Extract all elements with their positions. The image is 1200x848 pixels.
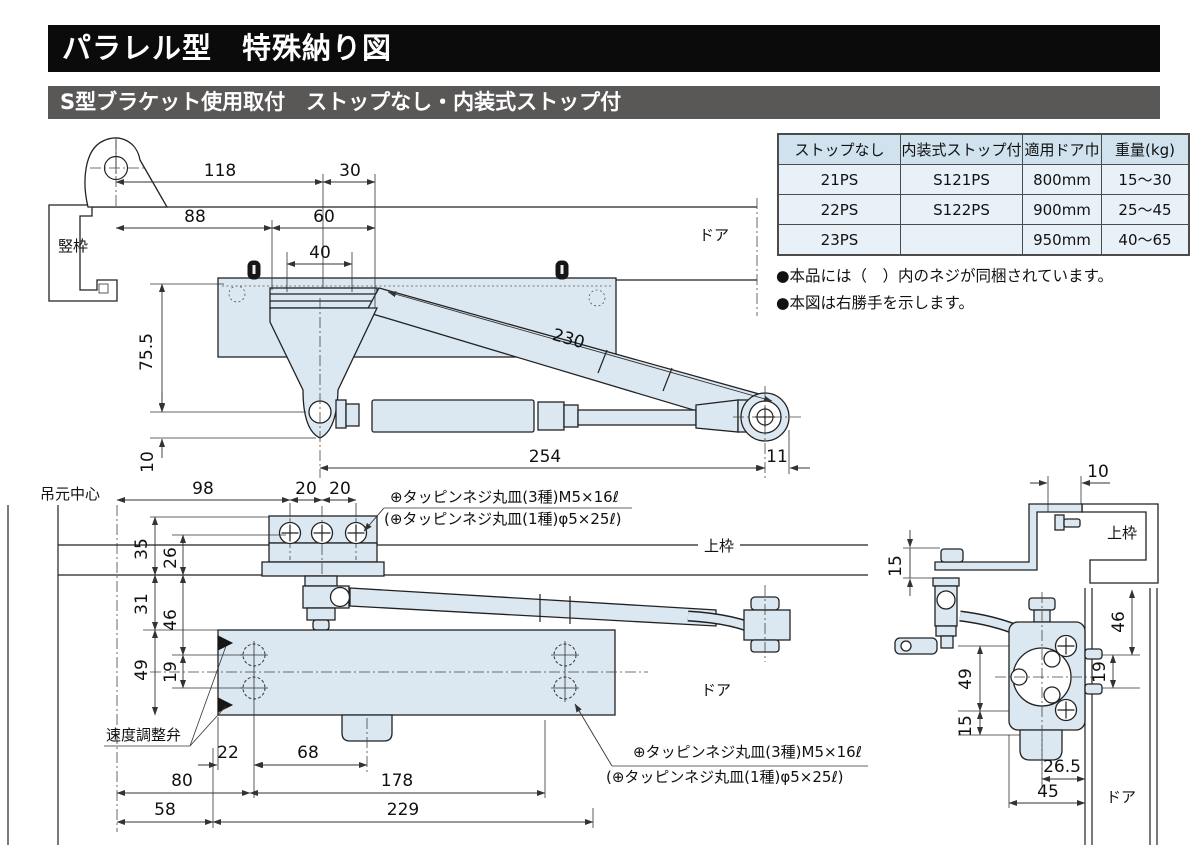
cell-weight: 25～45 <box>1101 194 1190 225</box>
top-frame-section <box>1081 503 1159 584</box>
front-view: 速度調整弁 ⊕タッピンネジ丸皿(3種)M5×16ℓ (⊕タッピンネジ丸皿(1種)… <box>7 479 868 845</box>
cell-door-width: 800mm <box>1022 164 1102 195</box>
dim-19-front: 19 <box>161 661 181 683</box>
bracket-screws <box>278 521 368 545</box>
dim-46-side: 46 <box>1109 611 1129 633</box>
page-subtitle: S型ブラケット使用取付 ストップなし・内装式ストップ付 <box>48 86 1160 119</box>
cell-weight: 40～65 <box>1101 224 1190 256</box>
dim-58: 58 <box>154 800 176 820</box>
dim-30: 30 <box>339 161 361 181</box>
dim-49-front: 49 <box>132 659 152 681</box>
notes: ●本品には（ ）内のネジが同梱されています。 ●本図は右勝手を示します。 <box>776 263 1113 317</box>
plan-view: 118 30 88 60 40 75.5 10 230 254 11 竪枠 ドア <box>48 137 810 478</box>
pinion-cover-side <box>1019 729 1063 761</box>
top-frame-label-side: 上枠 <box>1107 524 1137 542</box>
dim-19-side: 19 <box>1090 661 1110 683</box>
dim-11: 11 <box>766 447 788 467</box>
table-row: 22PS S122PS 900mm 25～45 <box>777 194 1190 225</box>
screw-note-bottom: ⊕タッピンネジ丸皿(3種)M5×16ℓ (⊕タッピンネジ丸皿(1種)φ5×25ℓ… <box>574 703 868 786</box>
screw-note-line2: (⊕タッピンネジ丸皿(1種)φ5×25ℓ) <box>384 510 622 528</box>
spec-table: ストップなし 内装式ストップ付 適用ドア巾 重量(kg) 21PS S121PS… <box>777 133 1190 256</box>
dim-80: 80 <box>171 771 193 791</box>
speed-valve-callout: 速度調整弁 <box>104 635 234 747</box>
screw-note-line1: ⊕タッピンネジ丸皿(3種)M5×16ℓ <box>390 488 619 506</box>
dim-88: 88 <box>184 207 206 227</box>
col-header-weight: 重量(kg) <box>1101 133 1190 165</box>
dim-20b: 20 <box>329 479 351 499</box>
vertical-frame-label: 竪枠 <box>58 237 88 255</box>
note-screws-included: ●本品には（ ）内のネジが同梱されています。 <box>776 267 1114 285</box>
dim-178: 178 <box>381 771 413 791</box>
mount-plate <box>269 287 378 309</box>
cell-weight: 15～30 <box>1101 164 1190 195</box>
spec-table-header-row: ストップなし 内装式ストップ付 適用ドア巾 重量(kg) <box>777 133 1190 165</box>
dim-229: 229 <box>387 800 419 820</box>
table-row: 21PS S121PS 800mm 15～30 <box>777 164 1190 195</box>
z-bracket <box>934 503 1083 571</box>
main-arm-front <box>349 587 717 627</box>
cell-model: 21PS <box>777 164 901 195</box>
cell-model-stop: S121PS <box>900 164 1023 195</box>
dim-46-front: 46 <box>161 609 181 631</box>
cell-door-width: 950mm <box>1022 224 1102 256</box>
dim-15-top: 15 <box>886 555 906 577</box>
closer-body-front <box>217 629 616 716</box>
dim-10-side: 10 <box>1087 462 1109 482</box>
dim-26: 26 <box>161 547 181 569</box>
dim-49-side: 49 <box>956 668 976 690</box>
dim-35: 35 <box>132 538 152 560</box>
dim-20a: 20 <box>295 479 317 499</box>
dim-118: 118 <box>204 161 236 181</box>
rod <box>577 409 697 426</box>
page-title: パラレル型 特殊納り図 <box>48 25 1160 72</box>
dim-254: 254 <box>529 447 561 467</box>
dim-98: 98 <box>192 479 214 499</box>
cell-model: 23PS <box>777 224 901 256</box>
speed-valve-label: 速度調整弁 <box>106 726 181 744</box>
vertical-frame-section <box>48 204 118 302</box>
dim-31: 31 <box>132 593 152 615</box>
col-header-no-stop: ストップなし <box>777 133 901 165</box>
hinge-center-label: 吊元中心 <box>40 485 100 503</box>
dim-26-5: 26.5 <box>1043 757 1081 777</box>
dim-68: 68 <box>297 743 319 763</box>
door-label-front: ドア <box>701 681 731 699</box>
table-row: 23PS 950mm 40～65 <box>777 224 1190 256</box>
dim-75-5: 75.5 <box>137 333 157 371</box>
screw-note-line1: ⊕タッピンネジ丸皿(3種)M5×16ℓ <box>633 743 862 761</box>
mount-holes <box>240 641 579 702</box>
note-right-hand: ●本図は右勝手を示します。 <box>776 294 974 312</box>
screw-note-line2: (⊕タッピンネジ丸皿(1種)φ5×25ℓ) <box>606 768 844 786</box>
dim-45: 45 <box>1037 782 1059 802</box>
door-label-plan: ドア <box>699 226 729 244</box>
dim-40: 40 <box>309 243 331 263</box>
dim-10-plan: 10 <box>138 451 158 473</box>
dim-22: 22 <box>217 743 239 763</box>
col-header-door-width: 適用ドア巾 <box>1022 133 1102 165</box>
screw-note-top: ⊕タッピンネジ丸皿(3種)M5×16ℓ (⊕タッピンネジ丸皿(1種)φ5×25ℓ… <box>363 488 632 532</box>
top-frame-label-front: 上枠 <box>704 537 734 555</box>
cell-model-stop <box>900 224 1023 256</box>
spring-cylinder <box>371 399 535 433</box>
dim-60: 60 <box>313 207 335 227</box>
side-view: 10 15 46 19 49 15 26.5 45 <box>886 462 1159 845</box>
door-label-side: ドア <box>1106 788 1136 806</box>
cell-model: 22PS <box>777 194 901 225</box>
dim-15-bottom: 15 <box>956 715 976 737</box>
cell-door-width: 900mm <box>1022 194 1102 225</box>
cell-model-stop: S122PS <box>900 194 1023 225</box>
